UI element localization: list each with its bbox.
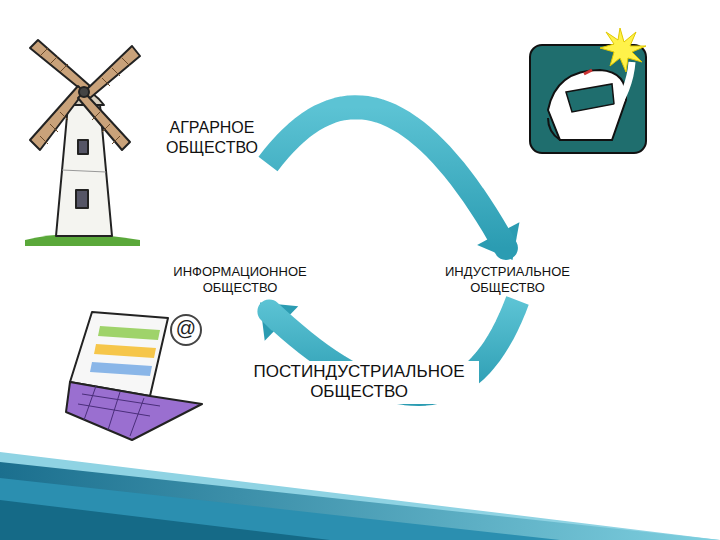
arrow-body xyxy=(268,107,506,248)
society-stage: АГРАРНОЕ ОБЩЕСТВО xyxy=(152,118,272,158)
stage-name: ИНФОРМАЦИОННОЕ ОБЩЕСТВО xyxy=(150,264,330,297)
stage-name: ИНДУСТРИАЛЬНОЕ ОБЩЕСТВО xyxy=(425,264,590,297)
stage-name: АГРАРНОЕ ОБЩЕСТВО xyxy=(152,118,272,158)
society-stage: ИНДУСТРИАЛЬНОЕ ОБЩЕСТВО xyxy=(425,264,590,297)
email-sign: @ xyxy=(172,316,200,340)
edge-label-holder: ПОСТИНДУСТРИАЛЬНОЕ ОБЩЕСТВО xyxy=(239,361,479,404)
welder-icon xyxy=(530,28,646,153)
society-stage: ИНФОРМАЦИОННОЕ ОБЩЕСТВО xyxy=(150,264,330,297)
label-holder: @ xyxy=(172,316,200,340)
bottom-stripes xyxy=(0,452,720,540)
windmill-picture xyxy=(25,40,140,246)
cycle-arrow xyxy=(268,107,519,260)
edge-label: ПОСТИНДУСТРИАЛЬНОЕ ОБЩЕСТВО xyxy=(239,361,479,404)
laptop-picture xyxy=(66,312,202,440)
